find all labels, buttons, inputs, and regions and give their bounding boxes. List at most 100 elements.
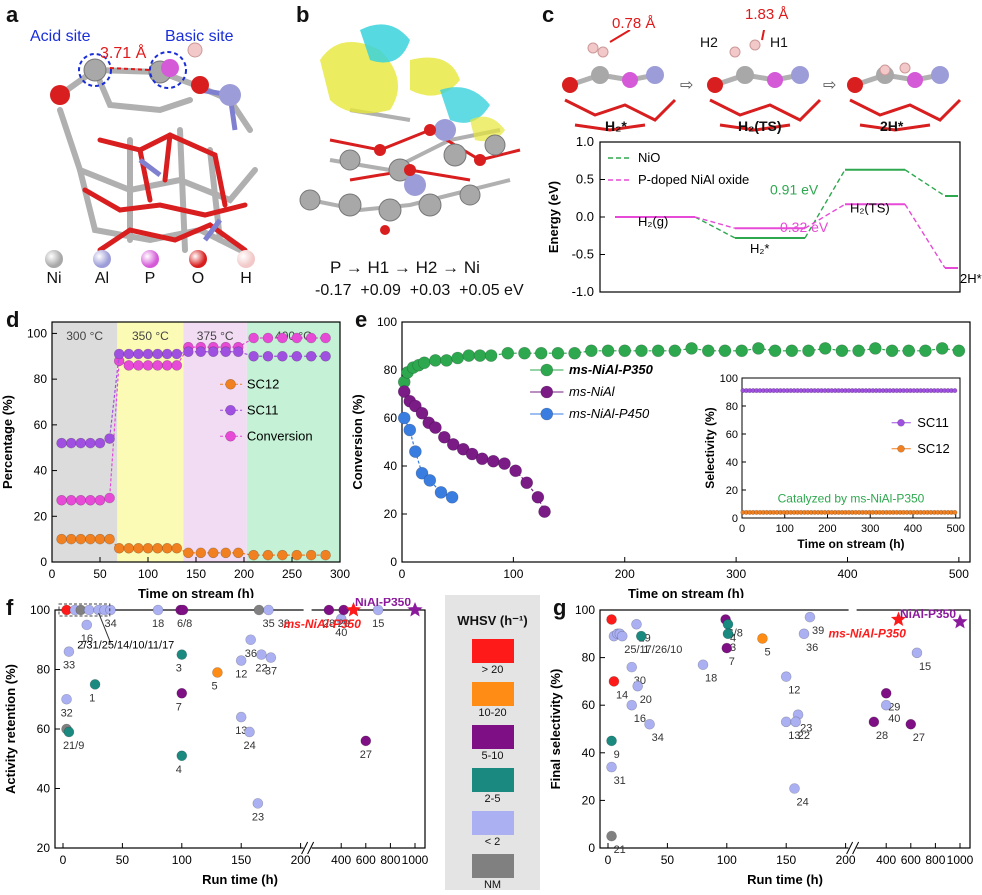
pct-point — [104, 533, 115, 545]
act-xtick-label: 0 — [60, 853, 67, 867]
panel-label-g: g — [553, 595, 567, 620]
sel-point-label: 9 — [614, 749, 620, 761]
inset-ytick-label: 0 — [732, 513, 738, 525]
act-ylabel: Activity retention (%) — [3, 664, 18, 794]
energy-ytick-label: -0.5 — [572, 247, 594, 262]
act-point-label: 27 — [360, 749, 372, 761]
pct-point — [56, 533, 67, 545]
conv-point — [601, 344, 615, 358]
conv-point — [501, 346, 515, 360]
act-point — [323, 604, 335, 616]
charge-path: P → H1 → H2 → Ni — [330, 258, 480, 277]
acid-site-label: Acid site — [30, 28, 91, 45]
conv-point — [473, 349, 487, 362]
sel-point-label: 3 — [730, 642, 736, 654]
sel-point-label: 39 — [812, 625, 824, 637]
sel-break-mark — [852, 841, 860, 855]
pct-point — [133, 542, 144, 554]
sel-point-label: 34 — [652, 732, 664, 744]
sel-xtick-label: 100 — [717, 853, 737, 867]
pct-point — [207, 547, 219, 559]
sel-point — [606, 761, 617, 773]
sel-point-label: 36 — [806, 642, 818, 654]
pct-point — [220, 346, 232, 358]
h2g-label: H₂(g) — [638, 214, 668, 229]
energy-legend-label: NiO — [638, 150, 660, 165]
act-point — [176, 649, 188, 660]
conv-xtick-label: 100 — [503, 567, 523, 581]
act-point-label: 18 — [152, 618, 164, 630]
conv-xtick-label: 500 — [949, 567, 969, 581]
whsv-swatch — [471, 682, 514, 706]
conv-frame — [401, 321, 971, 563]
sel-axis-break — [848, 842, 857, 854]
act-point — [63, 646, 75, 657]
conv-xlabel: Time on stream (h) — [628, 586, 744, 598]
sel-point-label: 22 — [798, 730, 810, 742]
pct-point — [65, 437, 77, 449]
conv-point — [462, 349, 476, 362]
panel-label-c: c — [542, 2, 555, 27]
pct-ytick-label: 40 — [34, 464, 48, 478]
inset-xtick-label: 200 — [818, 523, 836, 535]
pct-point — [183, 547, 194, 559]
pct-legend-marker — [225, 404, 236, 416]
conv-point — [509, 464, 522, 478]
pct-point — [65, 494, 77, 506]
act-axis-break — [303, 842, 312, 854]
sel-ytick-label: 80 — [582, 651, 596, 665]
conv-point — [919, 344, 932, 358]
act-point — [89, 679, 101, 690]
inset-note: Catalyzed by ms-NiAl-P350 — [778, 492, 925, 506]
sel-point — [644, 718, 655, 730]
act-break-mark — [307, 841, 315, 855]
conv-xtick-label: 0 — [399, 567, 406, 581]
pct-legend-marker — [225, 430, 236, 442]
act-point — [177, 604, 189, 616]
sel-point — [626, 661, 638, 673]
panel-label-f: f — [6, 595, 14, 620]
whsv-title: WHSV (h⁻¹) — [457, 613, 528, 628]
element-swatch — [189, 250, 207, 268]
conv-ytick-label: 60 — [384, 411, 398, 425]
sel-point-label: 1 — [643, 644, 649, 656]
pct-point — [75, 437, 87, 449]
act-point-label: 32 — [61, 707, 73, 719]
conv-point — [415, 406, 429, 420]
pct-point — [277, 350, 288, 362]
inset-xtick-label: 0 — [739, 523, 745, 535]
whsv-swatch — [471, 768, 514, 792]
conv-point — [935, 342, 949, 355]
temp-region-label: 375 °C — [197, 329, 234, 343]
panel-label-a: a — [6, 2, 19, 27]
sel-point-label: 27 — [913, 732, 925, 744]
panel-label-b: b — [296, 2, 310, 27]
conv-point — [685, 342, 698, 355]
sel-point — [632, 680, 643, 692]
conv-point — [438, 430, 451, 444]
sel-point — [911, 647, 923, 659]
act-xlabel: Run time (h) — [202, 872, 278, 887]
sel-ytick-label: 40 — [582, 746, 596, 760]
pct-point — [142, 348, 154, 360]
act-xtick-label: 100 — [172, 853, 192, 867]
sel-point-label: 25/17/26/10 — [624, 644, 682, 656]
act-ytick-label: 80 — [37, 663, 51, 677]
conv-point — [902, 344, 916, 358]
sel-point — [722, 618, 734, 630]
conv-ytick-label: 40 — [384, 459, 398, 473]
sel-point — [606, 735, 617, 747]
conv-point — [768, 344, 782, 358]
element-legend-item: Al — [78, 250, 126, 288]
pct-point — [161, 348, 173, 360]
act-point — [263, 604, 274, 616]
pct-point — [171, 348, 183, 360]
act-point-label: 36 — [245, 648, 257, 660]
act-xtick-label: 200 — [291, 853, 311, 867]
inset-xtick-label: 100 — [776, 523, 794, 535]
h2-atom-label: H2 — [700, 34, 718, 50]
pct-point — [85, 494, 96, 506]
act-point — [235, 711, 247, 723]
conv-point — [885, 344, 899, 358]
